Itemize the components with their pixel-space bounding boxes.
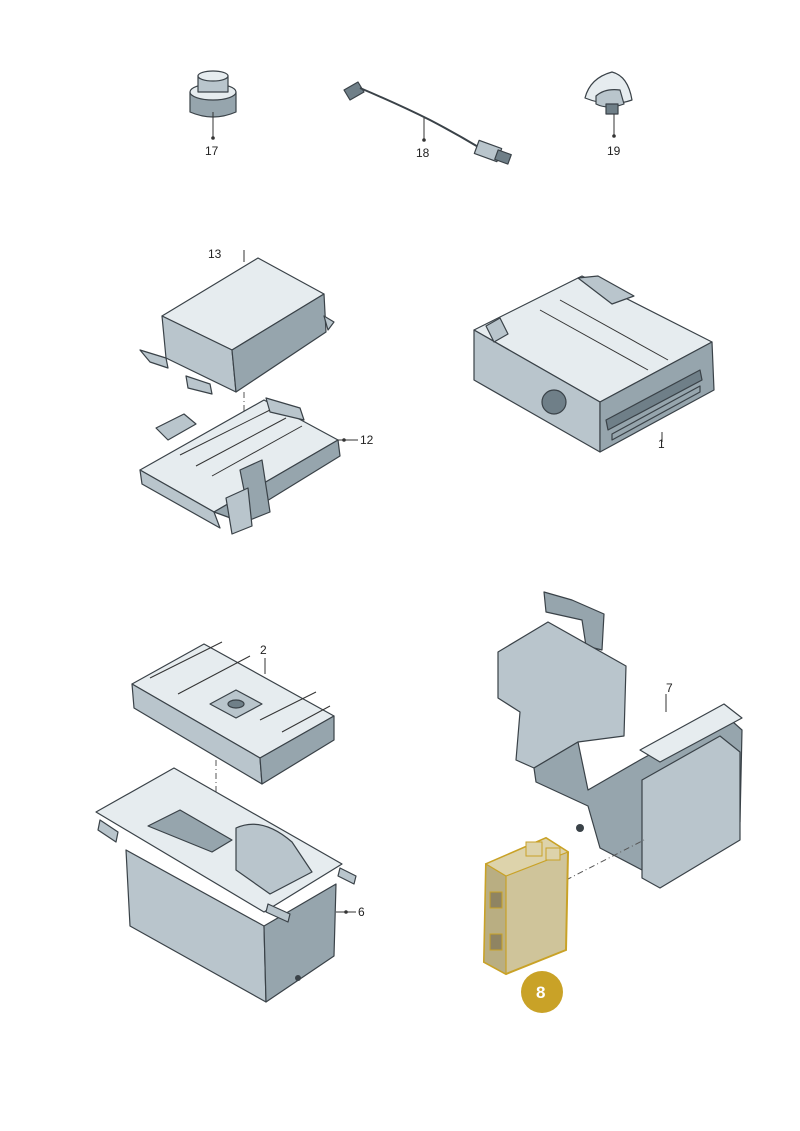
part-13-module-box[interactable] bbox=[139, 250, 335, 395]
label-17: 17 bbox=[205, 144, 219, 158]
part-2-charging-pad[interactable] bbox=[131, 641, 335, 785]
label-2: 2 bbox=[260, 643, 267, 657]
part-19-antenna[interactable] bbox=[584, 71, 633, 138]
part-1-radio-unit[interactable] bbox=[473, 275, 715, 453]
part-8-control-module[interactable] bbox=[482, 836, 570, 976]
part-17-connector[interactable] bbox=[189, 70, 237, 140]
label-18: 18 bbox=[416, 146, 430, 160]
label-12: 12 bbox=[360, 433, 374, 447]
label-13: 13 bbox=[208, 247, 222, 261]
callout-8[interactable]: 8 bbox=[521, 971, 563, 1013]
callout-8-number: 8 bbox=[536, 983, 545, 1002]
part-6-storage-bin[interactable] bbox=[95, 767, 357, 1003]
label-1: 1 bbox=[658, 437, 665, 451]
part-12-bracket[interactable] bbox=[139, 397, 341, 535]
label-19: 19 bbox=[607, 144, 621, 158]
label-7: 7 bbox=[666, 681, 673, 695]
part-7-mounting-bracket[interactable] bbox=[497, 591, 743, 889]
part-18-cable[interactable] bbox=[343, 81, 512, 165]
label-6: 6 bbox=[358, 905, 365, 919]
